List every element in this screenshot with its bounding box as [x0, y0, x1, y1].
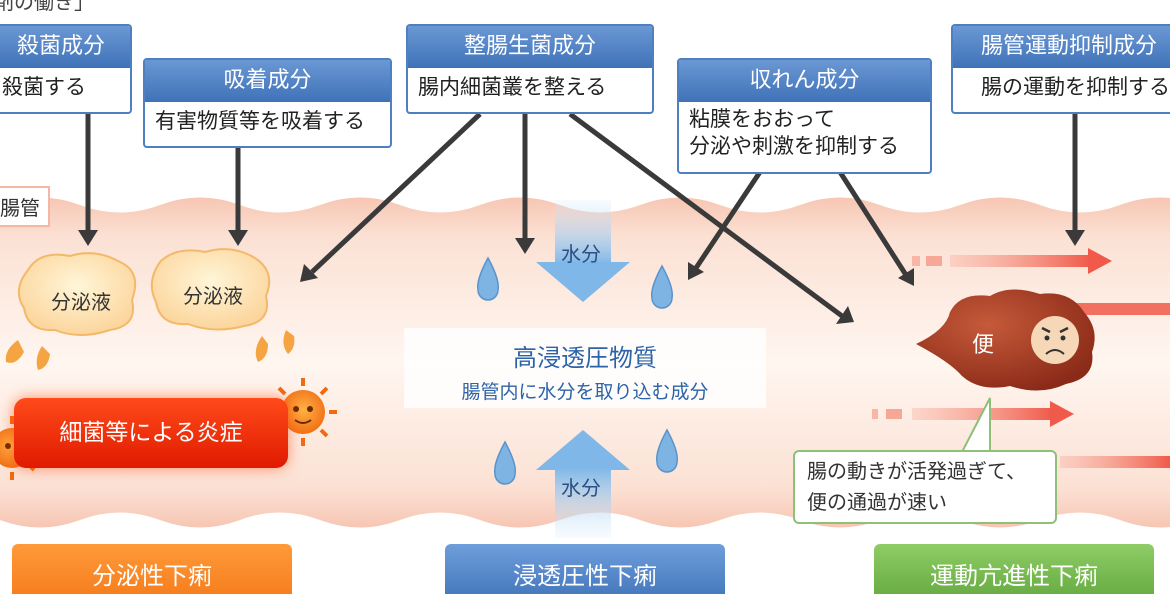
- bactericidal-component-box: 殺菌成分 殺菌する: [0, 24, 132, 114]
- header-fragment: 剤の働き」: [0, 0, 94, 14]
- box-desc-line: 粘膜をおおって: [689, 107, 835, 131]
- box-desc: 殺菌する: [2, 75, 86, 99]
- intestine-tag: 腸管: [0, 186, 50, 227]
- box-title: 収れん成分: [679, 60, 930, 102]
- osmotic-substance-title: 高浸透圧物質: [513, 344, 657, 372]
- water-inflow-arrow-down: [536, 200, 630, 302]
- adsorbent-component-box: 吸着成分 有害物質等を吸着する: [143, 58, 392, 148]
- astringent-component-box: 収れん成分 粘膜をおおって 分泌や刺激を抑制する: [677, 58, 932, 174]
- callout-line: 便の通過が速い: [807, 490, 947, 514]
- box-title: 整腸生菌成分: [408, 26, 652, 68]
- box-title: 腸管運動抑制成分: [953, 26, 1170, 68]
- secretion-label: 分泌液: [183, 284, 243, 308]
- osmotic-diarrhea-label: 浸透圧性下痢: [445, 544, 725, 594]
- water-label-bottom: 水分: [561, 476, 601, 500]
- secretory-diarrhea-label: 分泌性下痢: [12, 544, 292, 594]
- box-desc: 粘膜をおおって 分泌や刺激を抑制する: [679, 102, 930, 164]
- motility-note-callout: 腸の動きが活発過ぎて、 便の通過が速い: [793, 450, 1057, 524]
- water-label-top: 水分: [561, 242, 601, 266]
- box-desc: 腸の運動を抑制する: [981, 75, 1170, 99]
- inflammation-label: 細菌等による炎症: [14, 398, 288, 468]
- action-arrowheads: [78, 230, 1085, 324]
- osmotic-substance-box: 高浸透圧物質 腸管内に水分を取り込む成分: [404, 328, 766, 408]
- stool-label: 便: [972, 333, 995, 358]
- box-desc-line: 分泌や刺激を抑制する: [689, 134, 899, 158]
- box-desc: 有害物質等を吸着する: [155, 109, 365, 133]
- box-title: 殺菌成分: [0, 26, 130, 68]
- secretion-blob-icon: [5, 248, 295, 370]
- box-desc: 腸内細菌叢を整える: [418, 75, 607, 99]
- motility-inhibitor-component-box: 腸管運動抑制成分 腸の運動を抑制する: [951, 24, 1170, 114]
- stool-icon: [916, 289, 1095, 391]
- osmotic-substance-desc: 腸管内に水分を取り込む成分: [461, 381, 709, 403]
- box-title: 吸着成分: [145, 60, 390, 102]
- water-inflow-arrow-up: [536, 430, 630, 538]
- water-drop-icons: [476, 256, 679, 485]
- callout-line: 腸の動きが活発過ぎて、: [807, 459, 1026, 483]
- action-arrows: [85, 111, 1078, 319]
- probiotic-component-box: 整腸生菌成分 腸内細菌叢を整える: [406, 24, 654, 114]
- motility-diarrhea-label: 運動亢進性下痢: [874, 544, 1154, 594]
- secretion-label: 分泌液: [51, 290, 111, 314]
